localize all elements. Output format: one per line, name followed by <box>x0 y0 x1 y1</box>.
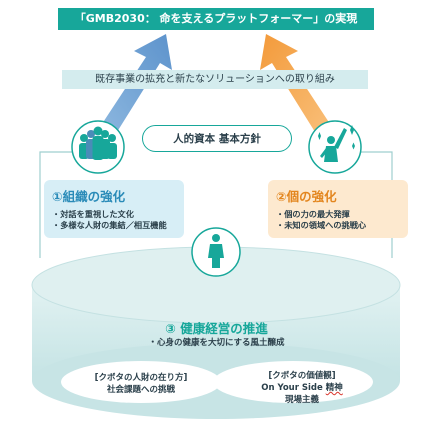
basic-policy-label: 人的資本 基本方針 <box>142 125 292 152</box>
organization-card: ①組織の強化 ・対話を重視した文化 ・多様な人財の集結／相互機能 <box>44 180 184 238</box>
values-line-english: On Your Side <box>261 383 326 393</box>
individual-card-title: ②個の強化 <box>276 189 337 204</box>
people-group-icon <box>71 120 125 174</box>
values-text: [クボタの価値観] On Your Side 精神 現場主義 <box>222 370 382 406</box>
talent-approach-text: [クボタの人財の在り方] 社会課題への挑戦 <box>66 372 216 396</box>
goal-banner: 「GMB2030： 命を支えるプラットフォーマー」の実現 <box>58 8 374 30</box>
values-heading: [クボタの価値観] <box>268 371 336 381</box>
individual-bullet: ・未知の領域への挑戦心 <box>276 220 367 230</box>
talent-approach-body: 社会課題への挑戦 <box>106 385 175 395</box>
individual-card: ②個の強化 ・個の力の最大発揮 ・未知の領域への挑戦心 <box>268 180 408 238</box>
oval-left <box>61 361 221 403</box>
organization-bullet: ・多様な人財の集結／相互機能 <box>52 220 167 230</box>
values-line-spirit: 精神 <box>325 383 343 393</box>
person-raising-arm-icon <box>308 120 362 174</box>
health-management-subtitle: ・心身の健康を大切にする風土醸成 <box>148 338 285 348</box>
person-icon <box>191 227 241 277</box>
health-management-title: ③ 健康経営の推進 <box>165 321 268 336</box>
values-line: On Your Side 精神 <box>222 382 382 394</box>
initiatives-banner: 既存事業の拡充と新たなソリューションへの取り組み <box>62 70 368 89</box>
talent-approach-heading: [クボタの人財の在り方] <box>94 373 188 383</box>
individual-bullet: ・個の力の最大発揮 <box>276 209 350 219</box>
values-line-genba: 現場主義 <box>284 395 319 405</box>
oval-right <box>213 361 373 403</box>
organization-card-title: ①組織の強化 <box>52 189 126 204</box>
organization-bullet: ・対話を重視した文化 <box>52 209 134 219</box>
